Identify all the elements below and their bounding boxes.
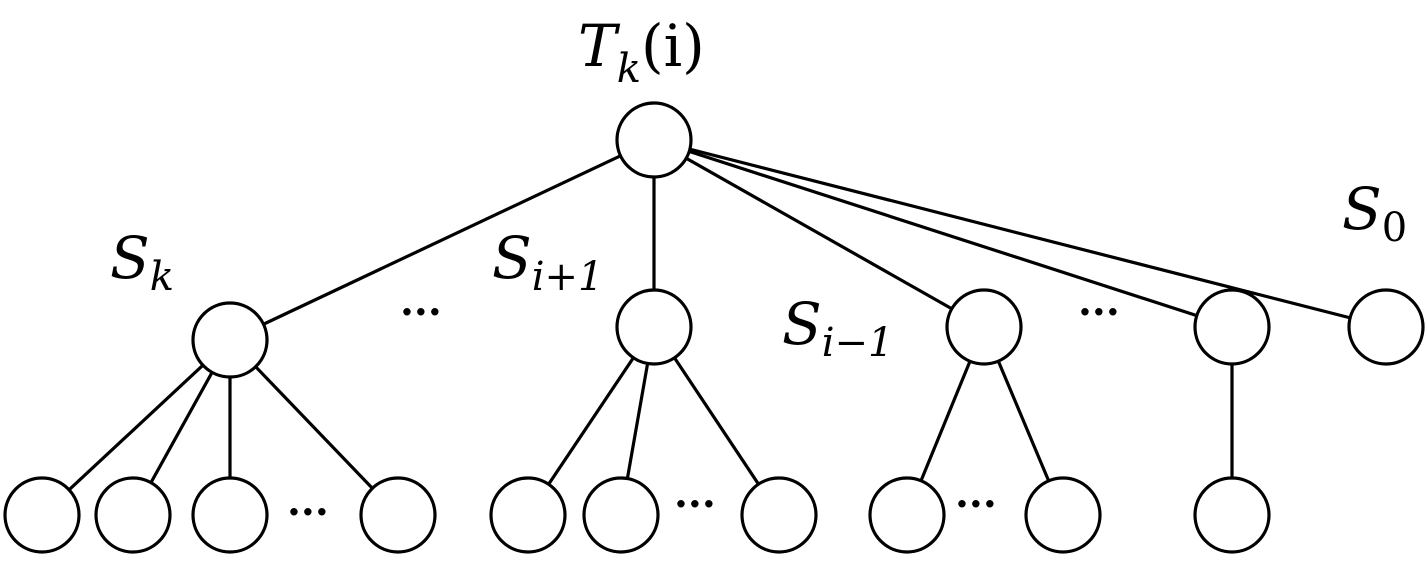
root-edges xyxy=(229,138,1387,342)
leaf-sim1-1 xyxy=(868,476,946,554)
ellipsis-mid-right: ··· xyxy=(1078,289,1120,336)
leaf-sk-1 xyxy=(3,476,81,554)
leaf-si1-1 xyxy=(489,476,567,554)
node-sim1 xyxy=(945,288,1023,366)
node-sk xyxy=(191,301,269,379)
ellipsis-mid-left: ··· xyxy=(400,289,442,336)
edge-root-s-next xyxy=(653,138,1233,329)
leaf-si1-3 xyxy=(740,476,818,554)
leaf-s-next-1 xyxy=(1193,476,1271,554)
label-s-0: S0 xyxy=(1342,175,1407,251)
edge-root-s0 xyxy=(653,138,1387,329)
node-si1 xyxy=(615,288,693,366)
node-s-next xyxy=(1193,288,1271,366)
edge-sk-c1 xyxy=(40,338,232,517)
ellipsis-leaf-sk: ··· xyxy=(287,489,329,536)
label-s-k: Sk xyxy=(110,224,174,300)
node-s0 xyxy=(1347,288,1425,366)
label-s-i-plus-1: Si+1 xyxy=(492,224,604,300)
leaf-sk-4 xyxy=(359,476,437,554)
leaf-sk-2 xyxy=(94,476,172,554)
leaf-si1-2 xyxy=(582,476,660,554)
leaf-sk-3 xyxy=(191,476,269,554)
ellipsis-leaf-sim1: ··· xyxy=(955,481,997,528)
edge-root-sk xyxy=(229,138,655,342)
ellipsis-leaf-si1: ··· xyxy=(674,481,716,528)
root-node xyxy=(615,101,693,179)
edge-sk-c4 xyxy=(228,338,400,517)
edge-root-sim1 xyxy=(653,138,985,329)
root-label: Tk(i) xyxy=(578,12,705,92)
label-s-i-minus-1: Si−1 xyxy=(782,290,894,366)
nodes xyxy=(3,101,1425,554)
leaf-sim1-2 xyxy=(1024,476,1102,554)
